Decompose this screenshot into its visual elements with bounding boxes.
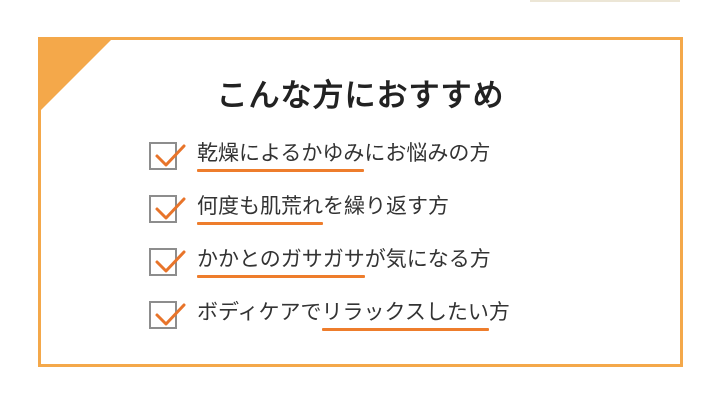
highlighted-text: リラックスしたい [321, 297, 490, 331]
plain-text: にお悩みの方 [364, 141, 491, 165]
highlighted-text: 何度も肌荒れ [197, 191, 323, 225]
list-item-text: 何度も肌荒れを繰り返す方 [197, 191, 449, 225]
checkbox-checked-icon [149, 248, 186, 276]
plain-text: を繰り返す方 [323, 194, 449, 218]
card-title: こんな方におすすめ [41, 70, 680, 115]
checkbox-checked-icon [149, 195, 186, 223]
highlighted-text: かかとのガサガサ [197, 244, 365, 278]
highlighted-text: 乾燥によるかゆみ [197, 138, 365, 172]
corner-triangle-decoration [41, 40, 111, 110]
checkbox-checked-icon [149, 142, 186, 170]
plain-text: が気になる方 [364, 247, 491, 271]
plain-text-before: ボディケアで [197, 300, 322, 324]
recommendation-card: こんな方におすすめ 乾燥によるかゆみにお悩みの方 何度も肌荒れを繰り返す方 かか… [38, 37, 683, 367]
list-item-text: かかとのガサガサが気になる方 [197, 244, 491, 278]
card-title-text: こんな方におすすめ [216, 78, 505, 114]
plain-text: 方 [488, 300, 510, 324]
top-divider-line [530, 0, 680, 2]
list-item-text: ボディケアでリラックスしたい方 [197, 297, 510, 331]
list-item-text: 乾燥によるかゆみにお悩みの方 [197, 138, 491, 172]
checkbox-checked-icon [149, 301, 186, 329]
